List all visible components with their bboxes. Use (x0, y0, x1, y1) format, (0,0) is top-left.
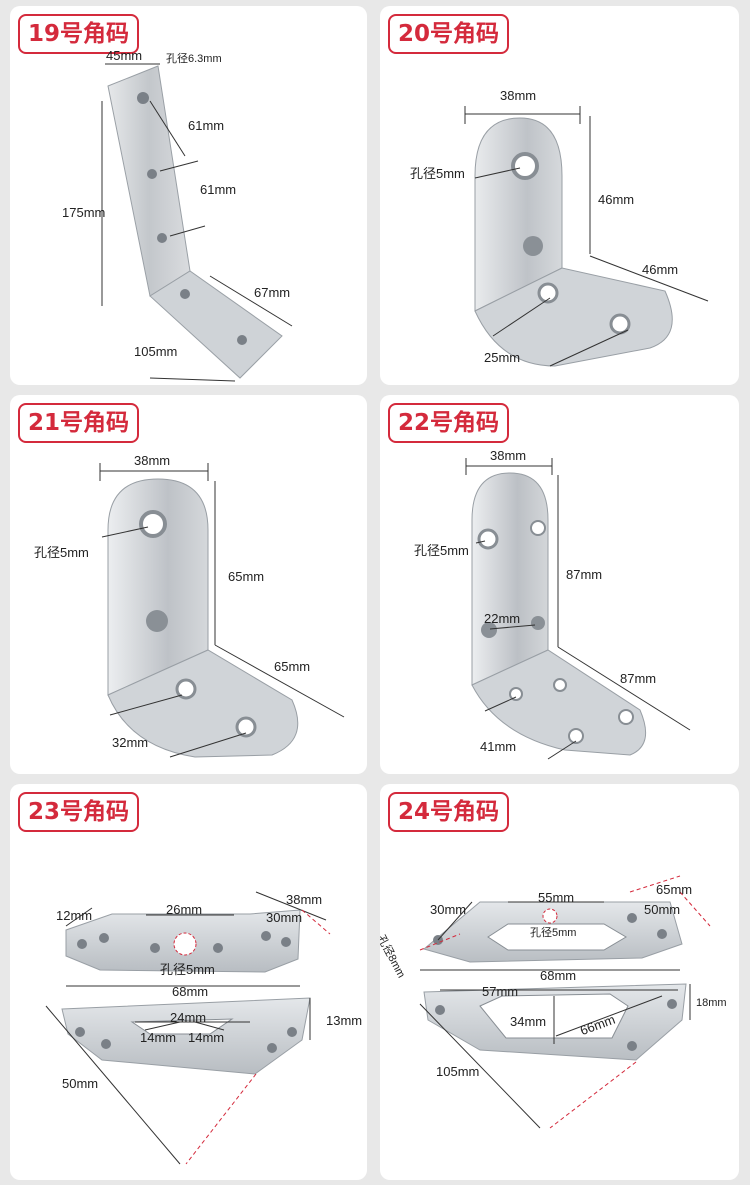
dim-label: 38mm (500, 88, 537, 103)
panel-title: 22号角码 (388, 403, 510, 443)
dim-label: 65mm (656, 882, 693, 897)
dim-label: 65mm (274, 659, 311, 674)
dim-label: 45mm (106, 48, 143, 63)
bracket-21-image (99, 463, 345, 758)
dim-label: 87mm (620, 671, 657, 686)
dim-label: 46mm (598, 192, 635, 207)
dim-label: 25mm (484, 350, 521, 365)
panel-title: 23号角码 (18, 792, 140, 832)
dim-label: 26mm (166, 902, 203, 917)
dim-label: 61mm (188, 118, 225, 133)
hole-label: 孔径5mm (530, 927, 577, 939)
dim-label: 12mm (56, 908, 93, 923)
dim-label: 22mm (484, 611, 521, 626)
panel-23: 23号角码 12mm 26mm 38mm 30mm 孔径5mm 68mm 24m… (10, 784, 367, 1180)
hole-label: 孔径5mm (414, 543, 469, 558)
dim-label: 24mm (170, 1010, 207, 1025)
dim-label: 30mm (430, 902, 467, 917)
hole-label: 孔径5mm (34, 545, 89, 560)
dim-label: 61mm (200, 182, 237, 197)
dim-label: 50mm (644, 902, 681, 917)
panel-title: 21号角码 (18, 403, 140, 443)
dim-label: 46mm (642, 262, 679, 277)
dim-label: 67mm (254, 285, 291, 300)
hole-label: 孔径5mm (410, 166, 465, 181)
dim-label: 50mm (62, 1076, 99, 1091)
dim-label: 68mm (172, 984, 209, 999)
dim-label: 87mm (566, 567, 603, 582)
hole-label: 孔径5mm (160, 962, 215, 977)
dim-label: 38mm (286, 892, 323, 907)
panel-title: 19号角码 (18, 14, 140, 54)
bracket-19-image (101, 63, 293, 382)
dim-label: 13mm (326, 1013, 363, 1028)
dim-label: 55mm (538, 890, 575, 905)
dim-label: 34mm (510, 1014, 547, 1029)
hole-label: 孔径6.3mm (166, 53, 222, 65)
dim-label: 68mm (540, 968, 577, 983)
panel-24: 24号角码 30mm 55mm 65mm 孔径5mm 50mm 孔径8mm 68… (380, 784, 739, 1180)
dim-label: 14mm (188, 1030, 225, 1045)
dim-label: 41mm (480, 739, 517, 754)
bracket-22-image (465, 458, 691, 760)
dim-label: 30mm (266, 910, 303, 925)
dim-label: 105mm (436, 1064, 480, 1079)
panel-title: 24号角码 (388, 792, 510, 832)
dim-label: 105mm (134, 344, 178, 359)
dim-label: 32mm (112, 735, 149, 750)
dim-label: 175mm (62, 205, 106, 220)
bracket-24-image (419, 875, 711, 1129)
bracket-20-image (464, 106, 709, 367)
dim-label: 14mm (140, 1030, 177, 1045)
dim-label: 38mm (134, 453, 171, 468)
dim-label: 65mm (228, 569, 265, 584)
panel-22: 22号角码 38mm 孔径5mm 87mm 22mm 87mm 41mm (380, 395, 739, 774)
dim-label: 18mm (696, 997, 727, 1009)
dim-label: 57mm (482, 984, 519, 999)
panel-21: 21号角码 38mm 孔径5mm 65mm 65mm 32mm (10, 395, 367, 774)
panel-19: 19号角码 45mm 孔径6.3mm 61mm 61mm 175mm 67mm … (10, 6, 367, 385)
panel-20: 20号角码 38mm 孔径5mm 46mm 46mm 25mm (380, 6, 739, 385)
dim-label: 38mm (490, 448, 527, 463)
bracket-23-image (45, 891, 331, 1165)
panel-title: 20号角码 (388, 14, 510, 54)
